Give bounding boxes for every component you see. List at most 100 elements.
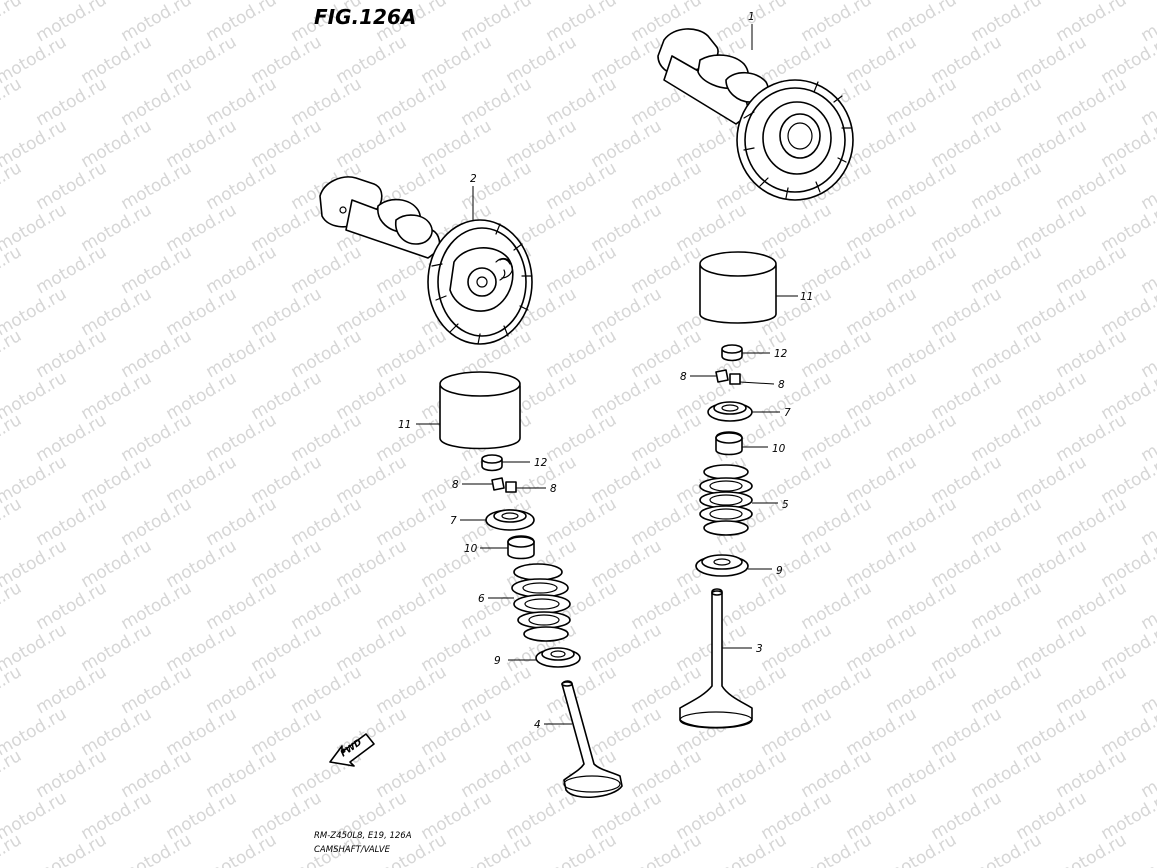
watermark-text: motod.ru (1053, 494, 1131, 550)
watermark-text: motod.ru (33, 578, 111, 634)
part-9-seat-right (695, 554, 749, 577)
watermark-text: motod.ru (0, 242, 25, 298)
watermark-text: motod.ru (0, 158, 25, 214)
watermark-text: motod.ru (118, 242, 196, 298)
watermark-text: motod.ru (968, 830, 1046, 868)
watermark-text: motod.ru (628, 494, 706, 550)
watermark-text: motod.ru (968, 494, 1046, 550)
part-3-valve-right (679, 588, 753, 729)
watermark-text: motod.ru (968, 410, 1046, 466)
watermark-text: motod.ru (458, 74, 536, 130)
watermark-text: motod.ru (373, 578, 451, 634)
part-11-tappet-right (699, 251, 777, 324)
watermark-text: motod.ru (543, 74, 621, 130)
watermark-text: motod.ru (118, 326, 196, 382)
watermark-text: motod.ru (33, 242, 111, 298)
callout-1: 1 (748, 11, 755, 23)
watermark-text: motod.ru (118, 158, 196, 214)
callout-7-left: 7 (450, 515, 457, 527)
watermark-text: motod.ru (458, 158, 536, 214)
watermark-text: motod.ru (0, 830, 25, 868)
watermark-text: motod.ru (883, 326, 961, 382)
watermark-text: motod.ru (883, 578, 961, 634)
watermark-text: motod.ru (798, 494, 876, 550)
callout-10-right: 10 (772, 443, 786, 455)
watermark-text: motod.ru (288, 410, 366, 466)
watermark-text: motod.ru (118, 0, 196, 46)
part-2-camshaft (319, 176, 533, 345)
watermark-text: motod.ru (0, 74, 25, 130)
callout-5: 5 (782, 499, 789, 511)
watermark-text: motod.ru (1053, 326, 1131, 382)
watermark-text: motod.ru (798, 830, 876, 868)
watermark-text: motod.ru (118, 578, 196, 634)
part-4-valve-left (561, 680, 623, 799)
part-5-spring-right (699, 464, 753, 536)
watermark-text: motod.ru (203, 578, 281, 634)
watermark-text: motod.ru (33, 0, 111, 46)
watermark-text: motod.ru (33, 746, 111, 802)
part-7-retainer-right (707, 401, 753, 422)
callout-7-right: 7 (784, 407, 791, 419)
part-8-cotters-left (491, 477, 517, 493)
part-12-shim-right (721, 344, 743, 362)
watermark-text: motod.ru (288, 662, 366, 718)
watermark-text: motod.ru (1053, 0, 1131, 46)
callout-8-left-a: 8 (452, 479, 459, 491)
watermark-text: motod.ru (968, 662, 1046, 718)
watermark-text: motod.ru (1053, 662, 1131, 718)
watermark-text: motod.ru (883, 494, 961, 550)
watermark-text: motod.ru (798, 662, 876, 718)
watermark-text: motod.ru (543, 326, 621, 382)
watermark-text: motod.ru (543, 410, 621, 466)
watermark-text: motod.ru (203, 410, 281, 466)
watermark-text: motod.ru (373, 746, 451, 802)
watermark-text: motod.ru (543, 158, 621, 214)
watermark-text: motod.ru (33, 326, 111, 382)
watermark-text: motod.ru (0, 326, 25, 382)
watermark-text: motod.ru (33, 410, 111, 466)
watermark-text: motod.ru (798, 578, 876, 634)
watermark-text: motod.ru (288, 494, 366, 550)
part-9-seat-left (535, 647, 581, 668)
watermark-text: motod.ru (288, 74, 366, 130)
watermark-text: motod.ru (713, 0, 791, 46)
callout-12-right: 12 (774, 348, 788, 360)
watermark-text: motod.ru (203, 494, 281, 550)
watermark-text: motod.ru (288, 242, 366, 298)
watermark-text: motod.ru (203, 242, 281, 298)
watermark-text: motod.ru (713, 746, 791, 802)
watermark-text: motod.ru (0, 578, 25, 634)
watermark-text: motod.ru (968, 578, 1046, 634)
part-1-camshaft (657, 28, 854, 201)
watermark-text: motod.ru (968, 242, 1046, 298)
watermark-text: motod.ru (628, 830, 706, 868)
watermark-text: motod.ru (543, 242, 621, 298)
callout-4: 4 (534, 719, 541, 731)
part-12-shim-left (481, 454, 503, 472)
watermark-text: motod.ru (628, 326, 706, 382)
watermark-text: motod.ru (883, 410, 961, 466)
figure-caption-model: RM-Z450L8, E19, 126A (314, 831, 412, 841)
watermark-text: motod.ru (798, 410, 876, 466)
watermark-text: motod.ru (1053, 578, 1131, 634)
figure-title: FIG.126A (314, 5, 416, 29)
part-6-spring-left (511, 563, 571, 642)
part-8-cotters-right (715, 369, 741, 385)
watermark-text: motod.ru (968, 746, 1046, 802)
watermark-text: motod.ru (883, 662, 961, 718)
watermark-text: motod.ru (798, 242, 876, 298)
watermark-text: motod.ru (203, 0, 281, 46)
callout-11-left: 11 (398, 419, 411, 431)
watermark-text: motod.ru (373, 326, 451, 382)
part-10-seal-left (507, 535, 535, 560)
watermark-text: motod.ru (288, 578, 366, 634)
callout-8-right-a: 8 (680, 371, 687, 383)
watermark-text: motod.ru (0, 0, 25, 46)
callout-9-right: 9 (776, 565, 783, 577)
callout-11-right: 11 (800, 291, 813, 303)
watermark-text: motod.ru (543, 0, 621, 46)
watermark-text: motod.ru (373, 74, 451, 130)
part-10-seal-right (715, 431, 743, 456)
